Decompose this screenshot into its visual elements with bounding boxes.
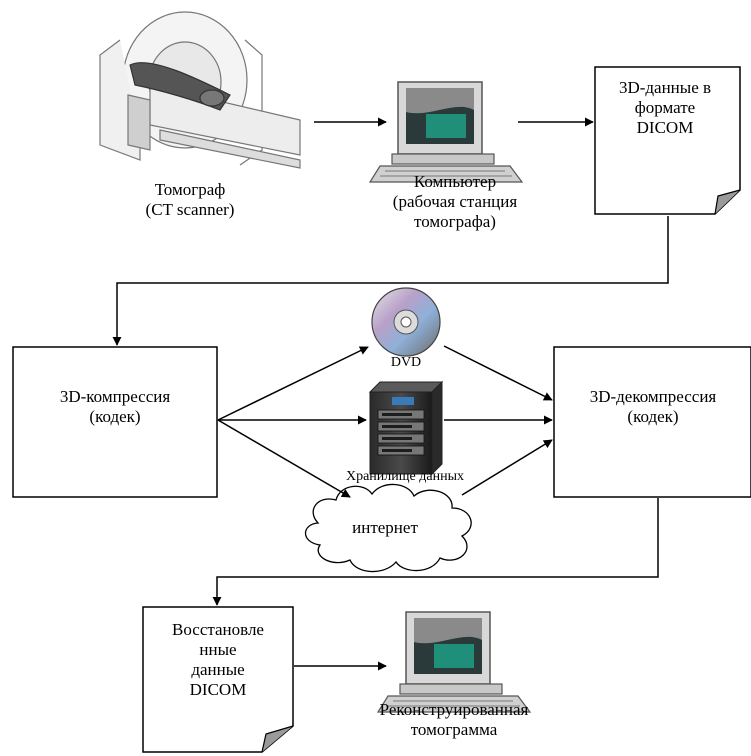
cloud-icon xyxy=(304,483,472,573)
nas-storage-icon xyxy=(368,380,444,476)
arrow-dvd-to-decompression xyxy=(443,345,553,401)
computer-icon xyxy=(368,81,524,183)
document-icon xyxy=(594,66,741,215)
reconstructed-label: Реконструированная томограмма xyxy=(379,700,529,739)
arrow-compression-to-dvd xyxy=(217,346,369,421)
storage-label: Хранилище данных xyxy=(345,469,464,484)
document-icon xyxy=(142,606,294,753)
arrow-compression-to-internet xyxy=(217,419,351,498)
computer-icon xyxy=(376,611,532,713)
restored-label: Восстановле нные данные DICOM xyxy=(172,620,264,699)
workstation-label: Компьютер (рабочая станция томографа) xyxy=(392,172,518,231)
ct-scanner-icon xyxy=(99,11,301,169)
dvd-label: DVD xyxy=(390,355,422,370)
decompression-label: 3D-декомпрессия (кодек) xyxy=(589,387,717,426)
arrow-dicom-to-compression xyxy=(112,216,669,346)
arrow-internet-to-decompression xyxy=(461,439,553,496)
compression-label: 3D-компрессия (кодек) xyxy=(59,387,171,426)
internet-label: интернет xyxy=(352,518,418,537)
ct-scanner-label: Томограф (CT scanner) xyxy=(145,180,235,219)
arrow-decompression-to-restored xyxy=(212,498,659,606)
decompression-box xyxy=(553,346,751,498)
flow-arrows xyxy=(112,117,669,671)
compression-box xyxy=(12,346,218,498)
dvd-disc-icon xyxy=(371,287,441,357)
dicom-3d-label: 3D-данные в формате DICOM xyxy=(618,78,712,137)
